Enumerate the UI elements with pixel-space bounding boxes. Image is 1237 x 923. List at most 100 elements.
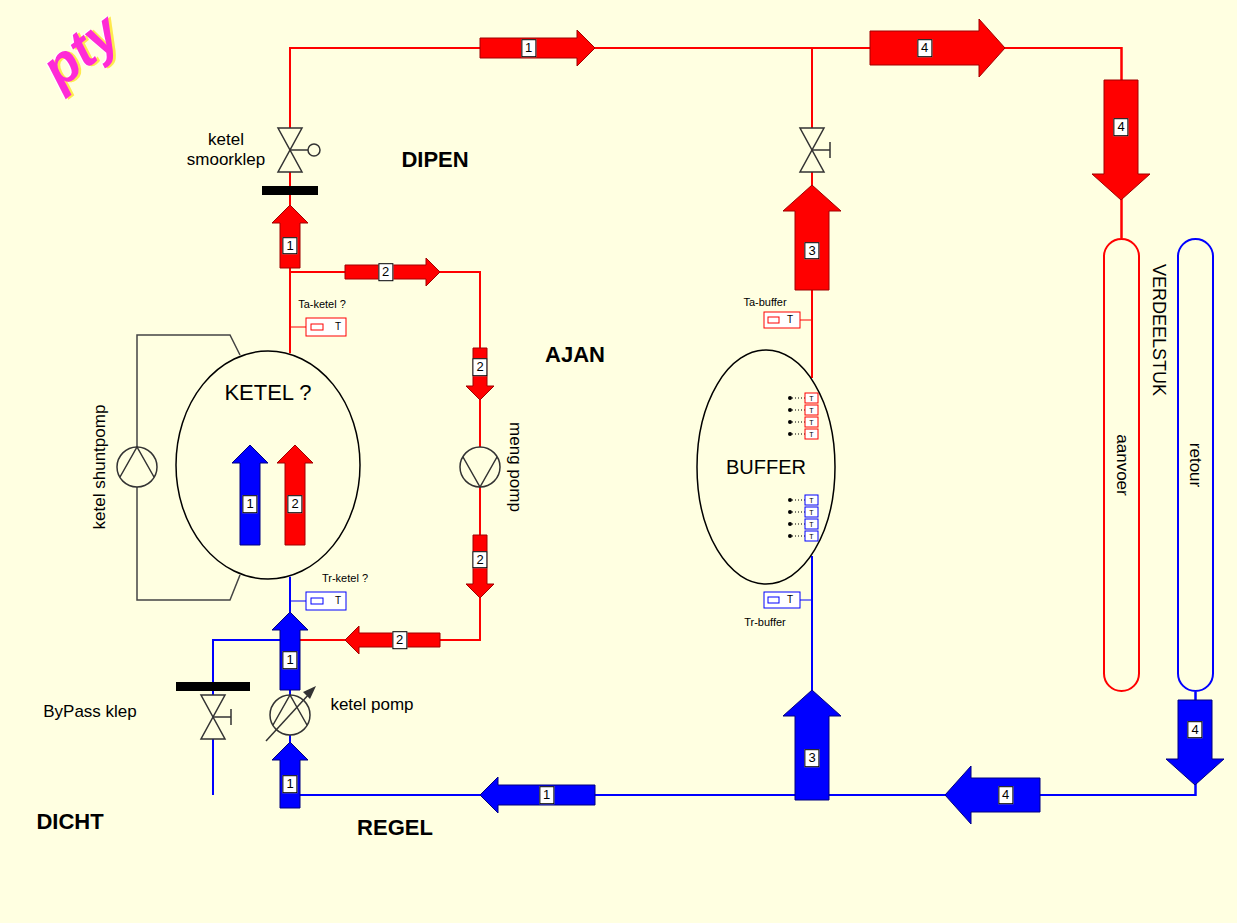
pipe [812,556,1196,795]
pipe [290,577,1196,795]
sensor-dot [788,498,792,502]
label-anchor: T [809,521,813,528]
header-label: VERDEELSTUK [1149,264,1170,396]
sensor-lead [792,536,805,537]
component-label: ketel pomp [330,695,413,715]
label-anchor: 1 [282,237,297,255]
sensor-glyph [311,598,323,604]
vessel-outline [175,350,361,580]
buffer-vessel: BUFFER [696,349,836,585]
label-anchor: T [809,395,813,402]
sensor-glyph [311,324,323,330]
sensor-dot [788,534,792,538]
label-anchor: 1 [242,495,257,513]
label-anchor: 4 [917,39,932,57]
sensor-tag: T [787,314,793,326]
sensor-tag: T [809,521,813,528]
valve-state: DIPEN [401,147,468,172]
label-anchor: 4 [998,786,1013,804]
sensor-label: Tr-buffer [744,616,786,629]
valve-actuator [308,144,320,156]
flow-number: 4 [1187,721,1202,739]
installation [117,128,830,795]
label-anchor: 4 [1187,721,1202,739]
label-anchor: T [809,407,813,414]
label-anchor: T [787,594,793,606]
closed-bar [176,682,250,691]
flow-number: 4 [998,786,1013,804]
label-anchor: ketel shuntpomp [90,405,110,530]
pump-symbol [273,695,307,725]
flow-arrow [466,535,494,598]
label-anchor: 3 [804,749,819,767]
label-anchor: 3 [804,242,819,260]
valve-handle [213,709,231,725]
sensor-label: Ta-buffer [743,296,786,309]
sensor-lead [792,398,805,399]
flow-number: 2 [392,631,407,649]
label-anchor: T [809,497,813,504]
label-anchor: ketel smoorklep [180,130,272,169]
temperature-sensor [306,318,346,336]
flow-arrow [272,205,308,268]
flow-arrow [783,185,841,290]
label-anchor: REGEL [357,815,433,840]
pipes [290,48,1196,795]
label-anchor: 2 [472,358,487,376]
flow-number: 1 [521,39,536,57]
label-anchor: 2 [287,495,302,513]
variable-arrow [266,693,310,741]
sensor-tag: T [335,595,341,607]
pump-symbol [463,457,497,487]
sensor-lead [792,410,805,411]
component-label: ketel shuntpomp [90,405,110,530]
sensor-dot [788,408,792,412]
valve-state: REGEL [357,815,433,840]
sensor-glyph [768,317,779,323]
label-anchor: T [809,431,813,438]
flow-arrow [1166,700,1224,785]
vessel-outline [696,349,836,585]
flow-arrow [870,19,1005,77]
temperature-sensor [805,507,818,517]
valve-actuator [290,149,308,151]
vessel-outline [176,351,360,579]
label-anchor: DIPEN [401,147,468,172]
flow-arrow [277,445,313,545]
sensor-lead [792,512,805,513]
sensor-lead [792,422,805,423]
flow-arrow [345,258,440,286]
temperature-sensor [805,429,818,439]
label-anchor: 1 [521,39,536,57]
temperature-sensor [764,312,800,328]
sensor-tag: T [335,321,341,333]
component-label: meng pomp [505,422,525,512]
label-anchor: 1 [282,775,297,793]
sensor-tag: T [809,431,813,438]
flow-arrow [272,612,308,690]
flow-arrow [272,742,308,808]
label-anchor: 1 [282,651,297,669]
temperature-sensor [805,417,818,427]
flow-number: 2 [287,495,302,513]
label-anchor: 2 [472,551,487,569]
header-outline [1104,239,1139,691]
sensor-tag: T [809,407,813,414]
header-outline [1177,238,1214,692]
temperature-sensor [306,592,346,610]
node-title: aanvoer [1112,434,1132,495]
sensor-tag: T [809,395,813,402]
flow-number: 1 [282,775,297,793]
temperature-sensor [805,405,818,415]
label-anchor: 1 [539,786,554,804]
temperature-sensor [764,592,800,608]
sensor-dot [788,420,792,424]
return-header: retour [1177,238,1214,692]
sensor-label: Ta-ketel ? [298,298,346,311]
label-anchor: ByPass klep [43,702,137,722]
sensor-lead [800,600,811,601]
flow-number: 3 [804,242,819,260]
flow-number: 1 [282,237,297,255]
